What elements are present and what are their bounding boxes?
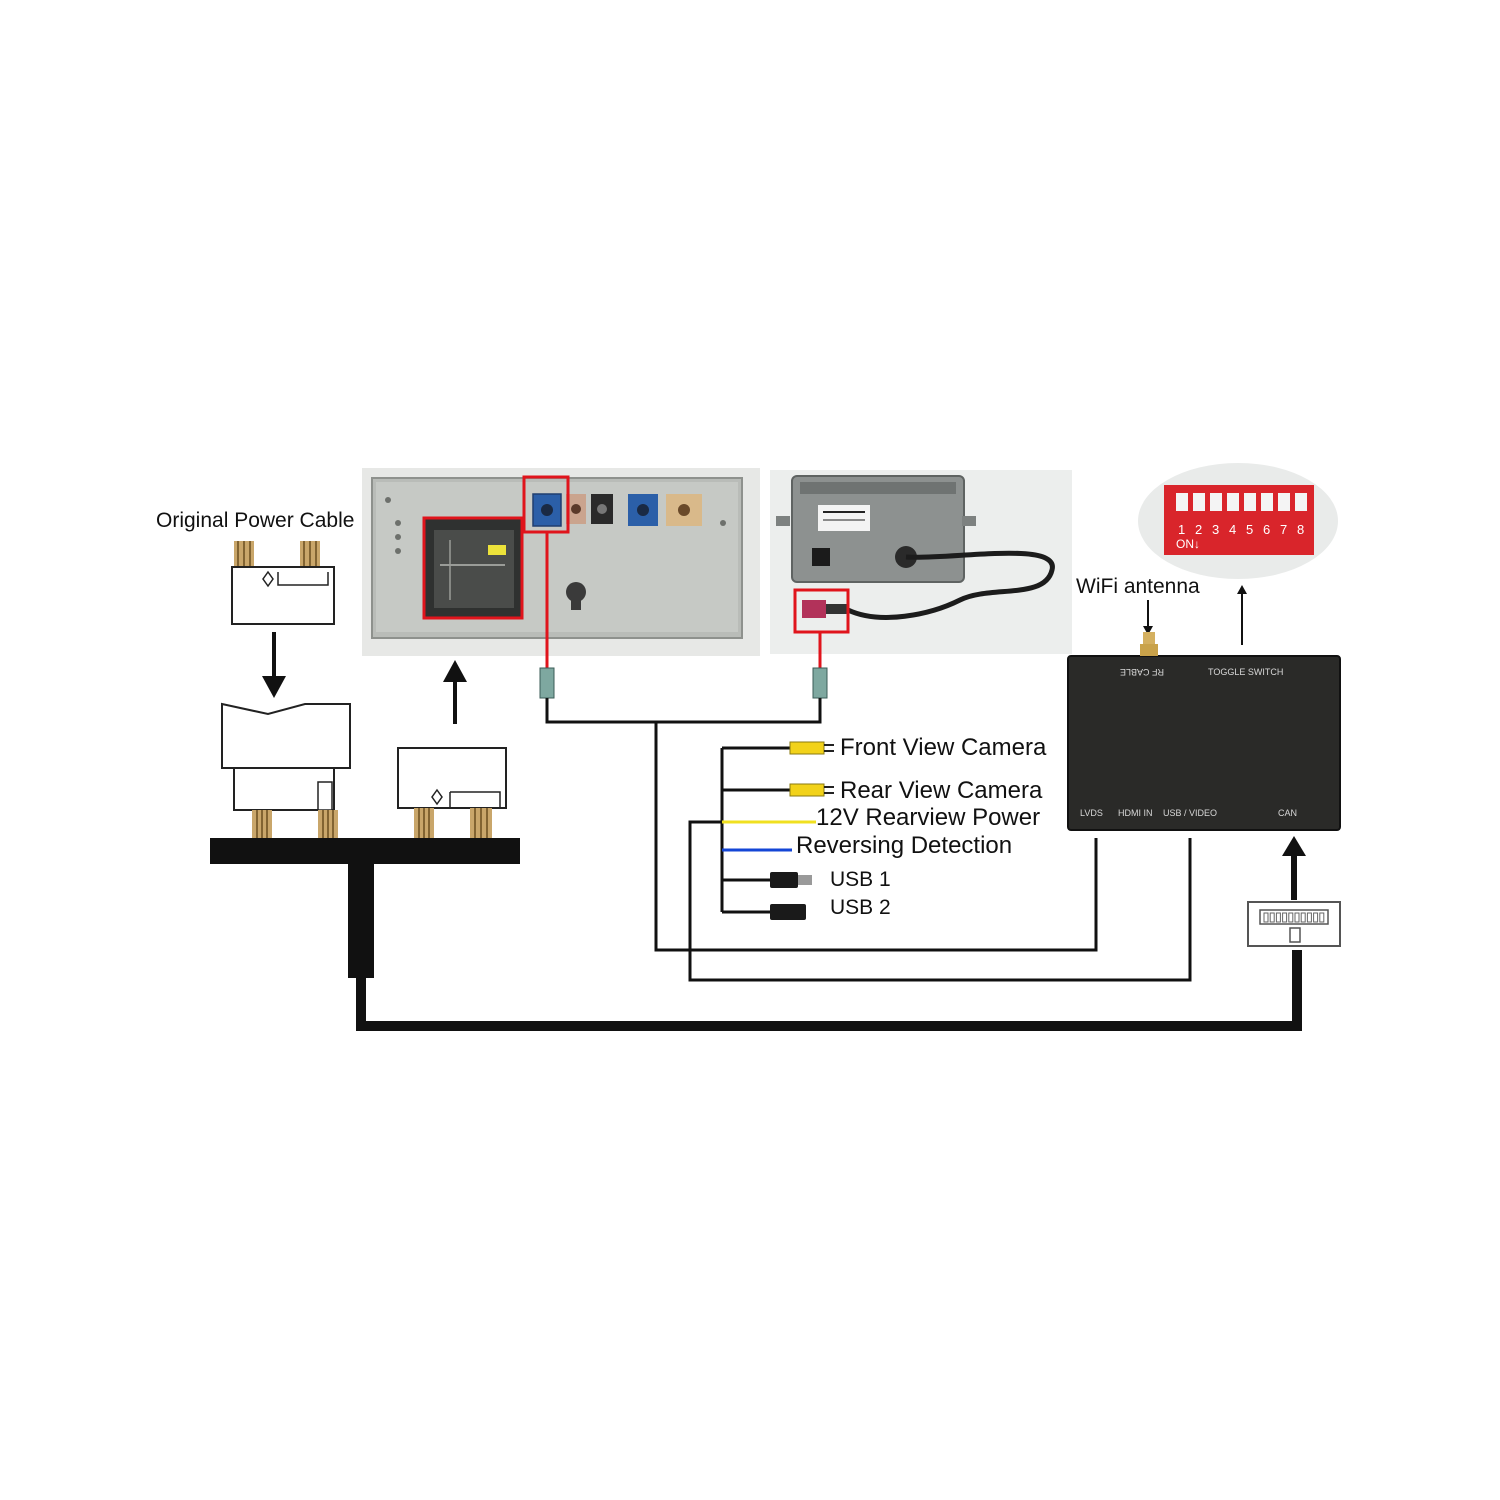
hdmi-in-port-label: HDMI IN bbox=[1118, 808, 1153, 818]
usb1-label: USB 1 bbox=[830, 868, 891, 891]
rear-view-camera-label: Rear View Camera bbox=[840, 777, 1043, 804]
power-connector-bottom-left bbox=[221, 702, 351, 838]
can-pin bbox=[1282, 912, 1288, 923]
usb2-label: USB 2 bbox=[830, 896, 891, 919]
can-pin bbox=[1263, 912, 1269, 923]
arrow-down-icon bbox=[262, 632, 286, 698]
usb-video-port-label: USB / VIDEO bbox=[1163, 808, 1218, 818]
can-connector bbox=[1247, 901, 1341, 947]
original-power-cable-label: Original Power Cable bbox=[156, 509, 355, 532]
lvds-port-label: LVDS bbox=[1080, 808, 1103, 818]
lvds-cable bbox=[539, 667, 1098, 952]
rca-rear-icon bbox=[789, 783, 834, 797]
usb1-plug-icon bbox=[770, 872, 812, 888]
can-pin bbox=[1275, 912, 1281, 923]
dip-key-6 bbox=[1261, 493, 1273, 511]
arrow-up-can-icon bbox=[1282, 836, 1306, 900]
wifi-antenna-label: WiFi antenna bbox=[1076, 575, 1200, 598]
rf-cable-port-label: RF CABLE bbox=[1120, 667, 1165, 677]
can-port-label: CAN bbox=[1278, 808, 1298, 818]
dip-key-3 bbox=[1210, 493, 1222, 511]
reversing-detection-label: Reversing Detection bbox=[796, 832, 1013, 859]
harness-t-bar bbox=[210, 838, 520, 864]
dip-number-5: 5 bbox=[1246, 522, 1253, 537]
can-pin bbox=[1313, 912, 1319, 923]
front-view-camera-label: Front View Camera bbox=[840, 734, 1047, 761]
usb2-plug-icon bbox=[770, 904, 806, 920]
can-pin bbox=[1288, 912, 1294, 923]
can-pin bbox=[1306, 912, 1312, 923]
arrow-down-antenna-icon bbox=[1143, 600, 1153, 635]
rearview-power-label: 12V Rearview Power bbox=[816, 804, 1041, 831]
arrow-up-icon bbox=[443, 660, 467, 724]
dip-key-7 bbox=[1278, 493, 1290, 511]
dip-number-6: 6 bbox=[1263, 522, 1270, 537]
can-pin bbox=[1300, 912, 1306, 923]
can-pin bbox=[1269, 912, 1275, 923]
usb-video-harness bbox=[688, 746, 1192, 982]
dip-on-label: ON↓ bbox=[1176, 537, 1200, 551]
harness-stem bbox=[348, 864, 374, 978]
dip-key-8 bbox=[1295, 493, 1307, 511]
power-connector-bottom-right bbox=[397, 747, 507, 838]
dip-key-2 bbox=[1193, 493, 1205, 511]
dip-number-3: 3 bbox=[1212, 522, 1219, 537]
dip-number-2: 2 bbox=[1195, 522, 1202, 537]
dip-key-5 bbox=[1244, 493, 1256, 511]
head-unit-rear-photo bbox=[362, 468, 760, 656]
dip-number-8: 8 bbox=[1297, 522, 1304, 537]
dip-key-4 bbox=[1227, 493, 1239, 511]
main-power-cable bbox=[356, 950, 1302, 1031]
dip-number-7: 7 bbox=[1280, 522, 1287, 537]
dip-number-1: 1 bbox=[1178, 522, 1185, 537]
arrow-up-toggle-icon bbox=[1237, 585, 1247, 645]
rca-front-icon bbox=[789, 741, 834, 755]
power-connector-top bbox=[231, 541, 335, 625]
screen-rear-photo bbox=[770, 470, 1072, 654]
can-pin bbox=[1294, 912, 1300, 923]
dip-number-4: 4 bbox=[1229, 522, 1236, 537]
dip-key-1 bbox=[1176, 493, 1188, 511]
interface-box bbox=[1067, 632, 1341, 831]
can-pin bbox=[1319, 912, 1325, 923]
toggle-switch-port-label: TOGGLE SWITCH bbox=[1208, 667, 1284, 677]
